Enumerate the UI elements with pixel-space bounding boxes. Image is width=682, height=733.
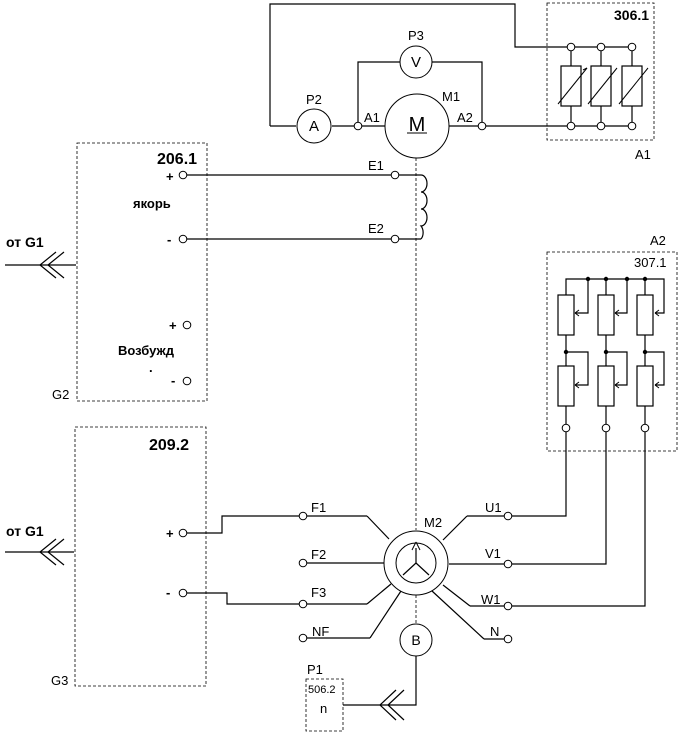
u1-label: U1: [485, 500, 502, 515]
resistor-2: [587, 47, 618, 126]
machine-m2: F1 F2 F3 NF U1 V1 W1 N M2: [298, 500, 513, 644]
excitation-label: Возбужд: [118, 343, 175, 358]
excitation-plus: +: [169, 318, 177, 333]
p1-label: P1: [307, 662, 323, 677]
a1-block-label: A1: [635, 147, 651, 162]
block-209: 209.2 + - G3: [51, 426, 299, 688]
connector-g1-bottom: от G1: [5, 523, 74, 566]
block-209-label: 209.2: [149, 437, 189, 454]
resistor-1: [557, 47, 588, 126]
from-g1-top-label: от G1: [6, 234, 44, 250]
m2-label: M2: [424, 515, 442, 530]
nf-label: NF: [312, 624, 329, 639]
armature-circuit: [269, 3, 632, 127]
v1-label: V1: [485, 546, 501, 561]
armature-label: якорь: [133, 196, 171, 211]
excitation-minus: -: [171, 373, 175, 388]
n-label: N: [490, 624, 499, 639]
block-209-minus: -: [166, 585, 170, 600]
ammeter-p2: A P2: [296, 92, 332, 144]
field-winding: E1 E2: [368, 158, 428, 244]
m1-label: M1: [442, 89, 460, 104]
voltmeter-p3: V P3: [399, 28, 433, 79]
voltmeter-symbol: V: [411, 54, 421, 71]
block-209-plus: +: [166, 526, 174, 541]
p2-label: P2: [306, 92, 322, 107]
tachogenerator-b: B: [343, 623, 433, 721]
from-g1-bottom-label: от G1: [6, 523, 44, 539]
p3-label: P3: [408, 28, 424, 43]
w1-label: W1: [481, 592, 501, 607]
armature-plus: +: [166, 169, 174, 184]
g2-label: G2: [52, 387, 69, 402]
motor-m1: M M1 A1 A2: [353, 89, 487, 159]
block-506-label: 506.2: [308, 684, 336, 696]
meter-p1: P1 506.2 n: [305, 662, 344, 732]
e2-label: E2: [368, 221, 384, 236]
tacho-symbol: B: [411, 632, 420, 648]
f1-label: F1: [311, 500, 326, 515]
excitation-dot: .: [149, 360, 153, 375]
block-206-label: 206.1: [157, 151, 197, 168]
motor-symbol: M: [409, 114, 426, 136]
e1-label: E1: [368, 158, 384, 173]
a1-terminal-label: A1: [364, 110, 380, 125]
block-206: 206.1 + якорь - + Возбужд . - G2: [52, 142, 391, 402]
f2-label: F2: [311, 547, 326, 562]
ammeter-symbol: A: [309, 118, 319, 135]
g3-label: G3: [51, 673, 68, 688]
armature-minus: -: [167, 232, 171, 247]
block-307-label: 307.1: [634, 255, 667, 270]
a2-terminal-label: A2: [457, 110, 473, 125]
rheostat-bank-307: A2 307.1: [512, 233, 678, 607]
resistor-3: [618, 47, 649, 126]
meter-n-label: n: [320, 701, 327, 716]
resistor-bank-306: 306.1 A1: [546, 2, 655, 162]
a2-block-label: A2: [650, 233, 666, 248]
connector-g1-top: от G1: [5, 234, 76, 279]
f3-label: F3: [311, 585, 326, 600]
block-306-label: 306.1: [614, 7, 649, 23]
